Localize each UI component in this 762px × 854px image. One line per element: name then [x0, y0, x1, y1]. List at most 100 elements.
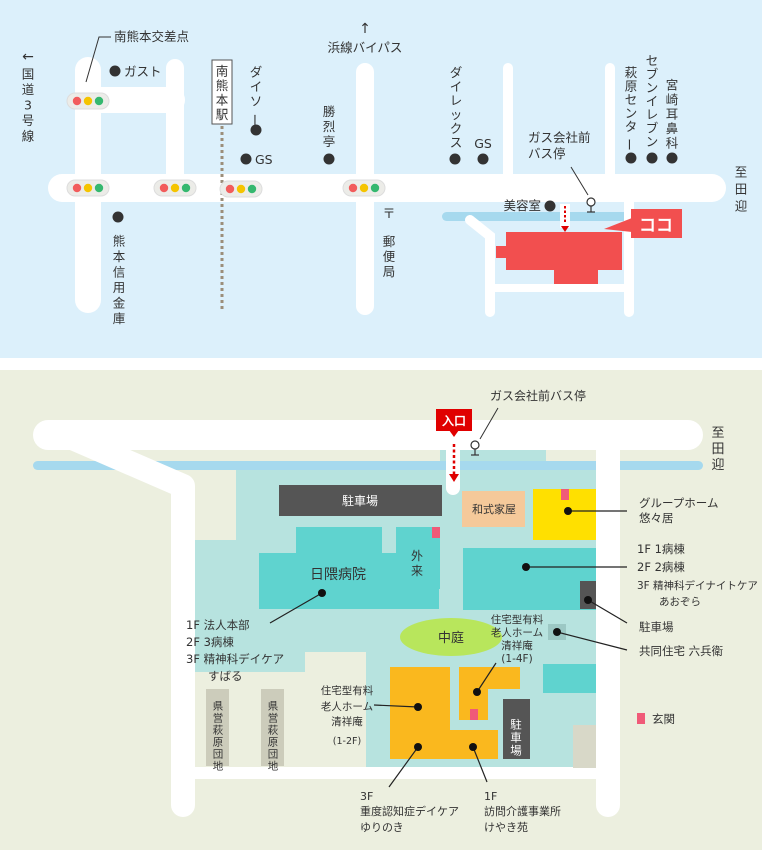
svg-text:清祥庵: 清祥庵 [501, 639, 533, 652]
right-annotations: グループホーム 悠々居 1F 1病棟 2F 2病棟 3F 精神科デイナイトケア … [637, 496, 758, 658]
area-map: ココ [0, 0, 762, 358]
site-left-road [58, 425, 195, 817]
group-home-label-2: 悠々居 [639, 511, 674, 525]
top-bus-stop-leader [570, 166, 589, 196]
parking-top-label: 駐車場 [342, 493, 378, 508]
main-3f-b: すばる [208, 669, 243, 683]
traffic-light [342, 179, 386, 197]
svg-text:訪問介護事業所: 訪問介護事業所 [484, 804, 561, 818]
svg-text:ガス会社前: ガス会社前 [528, 130, 591, 145]
site-bus-stop-leader [479, 407, 499, 440]
entry-badge-pointer [449, 430, 459, 437]
traffic-light [66, 179, 110, 197]
courtyard [400, 618, 502, 656]
bank-label: 熊本信用金庫 [113, 233, 126, 326]
dementia-annotations: 3F 重度認知症デイケア ゆりのき [360, 790, 459, 834]
target-building-bottom [554, 266, 598, 284]
hamasen-arrow: ↑ [359, 21, 371, 37]
map-separator [0, 358, 762, 370]
svg-text:(1-2F): (1-2F) [333, 736, 361, 747]
seven-label: セブンイレブン [646, 53, 659, 149]
traffic-light [153, 179, 197, 197]
entry-badge-label: 入口 [442, 414, 466, 428]
svg-text:3F: 3F [360, 790, 373, 803]
svg-text:バス停: バス停 [528, 146, 566, 161]
site-tamukae-label: 至田迎 [711, 426, 724, 473]
biyoushitsu-label: 美容室 [503, 198, 541, 213]
gs2-dot [477, 153, 489, 165]
site-bus-stop-label: ガス会社前バス停 [490, 388, 586, 403]
top-horizontal-labels: 南熊本交差点 ↑ 浜線バイパス ← ガスト GS GS 〒 美容室 [22, 21, 541, 222]
parking-vertical [503, 699, 530, 759]
ward-1f: 1F 1病棟 [637, 542, 685, 556]
danchi-1-label: 県営萩原団地 [213, 701, 224, 773]
daiso-label: ダイソー [247, 65, 263, 126]
wa-building-label: 和式家屋 [472, 502, 516, 516]
entry-arrow-head [449, 474, 459, 482]
river [442, 212, 634, 221]
here-pointer [604, 218, 632, 232]
site-map: 駐車場 和式家屋 日隈病院 外来 中庭 [0, 370, 762, 850]
entrance-markers [432, 489, 645, 724]
gusto-label: ガスト [124, 64, 162, 79]
gs1-dot [240, 153, 252, 165]
legend-entrance-swatch [637, 713, 645, 724]
hospital-buildings [259, 527, 596, 693]
station-label: 南熊本駅 [216, 64, 229, 123]
biyoushitsu-dot [544, 200, 556, 212]
target-building-wing [496, 246, 508, 258]
entry-badge [436, 409, 472, 431]
kokudo-arrow: ← [22, 49, 34, 65]
svg-text:住宅型有料: 住宅型有料 [321, 684, 374, 697]
leaders [269, 510, 628, 788]
top-bus-stop-label: ガス会社前 バス停 [528, 130, 591, 161]
site-river [33, 461, 703, 470]
bank-dot [112, 211, 124, 223]
entry-marker: 入口 [436, 409, 472, 482]
here-badge [631, 209, 682, 238]
station-box [211, 59, 233, 125]
gusto-dot [109, 65, 121, 77]
entrance-care [470, 709, 478, 720]
crossing-leader [85, 36, 111, 83]
home-14-annotations: 住宅型有料 老人ホーム 清祥庵 (1-4F) [491, 613, 544, 665]
svg-text:ゆりのき: ゆりのき [360, 821, 404, 834]
traffic-light [219, 180, 263, 198]
main-3f-a: 3F 精神科デイケア [186, 652, 284, 666]
svg-text:老人ホーム: 老人ホーム [491, 626, 543, 639]
homecare-annotations: 1F 訪問介護事業所 けやき苑 [484, 790, 561, 834]
parking-top [279, 485, 442, 516]
gs1-label: GS [255, 152, 273, 167]
svg-text:(1-4F): (1-4F) [501, 653, 532, 665]
ward-2f: 2F 2病棟 [637, 560, 685, 574]
traffic-lights [66, 92, 386, 198]
miyazaki-ent-label: 宮崎耳鼻科 [666, 78, 679, 151]
entrance-gairai [432, 527, 440, 538]
top-tamukae-label: 至田迎 [735, 165, 748, 214]
svg-text:重度認知症デイケア: 重度認知症デイケア [360, 804, 459, 818]
hagiwara-center-dot [625, 152, 637, 164]
poi-dots [109, 65, 678, 223]
direx-label: ダイレックス [450, 65, 463, 150]
miyazaki-ent-dot [666, 152, 678, 164]
gairai-label: 外来 [411, 549, 423, 578]
svg-text:老人ホーム: 老人ホーム [321, 700, 373, 713]
main-building-annotations: 1F 法人本部 2F 3病棟 3F 精神科デイケア すばる [186, 618, 284, 683]
home-12-annotations: 住宅型有料 老人ホーム 清祥庵 (1-2F) [321, 684, 374, 747]
hospital-name: 日隈病院 [310, 567, 366, 583]
main-1f: 1F 法人本部 [186, 618, 250, 632]
parking-vertical-label: 駐車場 [510, 717, 522, 757]
post-office-label: 郵便局 [383, 234, 396, 279]
daiso-dot [250, 124, 262, 136]
courtyard-label: 中庭 [438, 630, 464, 646]
seven-dot [646, 152, 658, 164]
katsuretsutei-dot [323, 153, 335, 165]
wa-building [462, 491, 525, 527]
traffic-light [66, 92, 110, 110]
target-building-main [506, 232, 622, 270]
top-bus-stop-icon [586, 197, 596, 213]
hamasen-label: 浜線バイパス [328, 40, 403, 55]
